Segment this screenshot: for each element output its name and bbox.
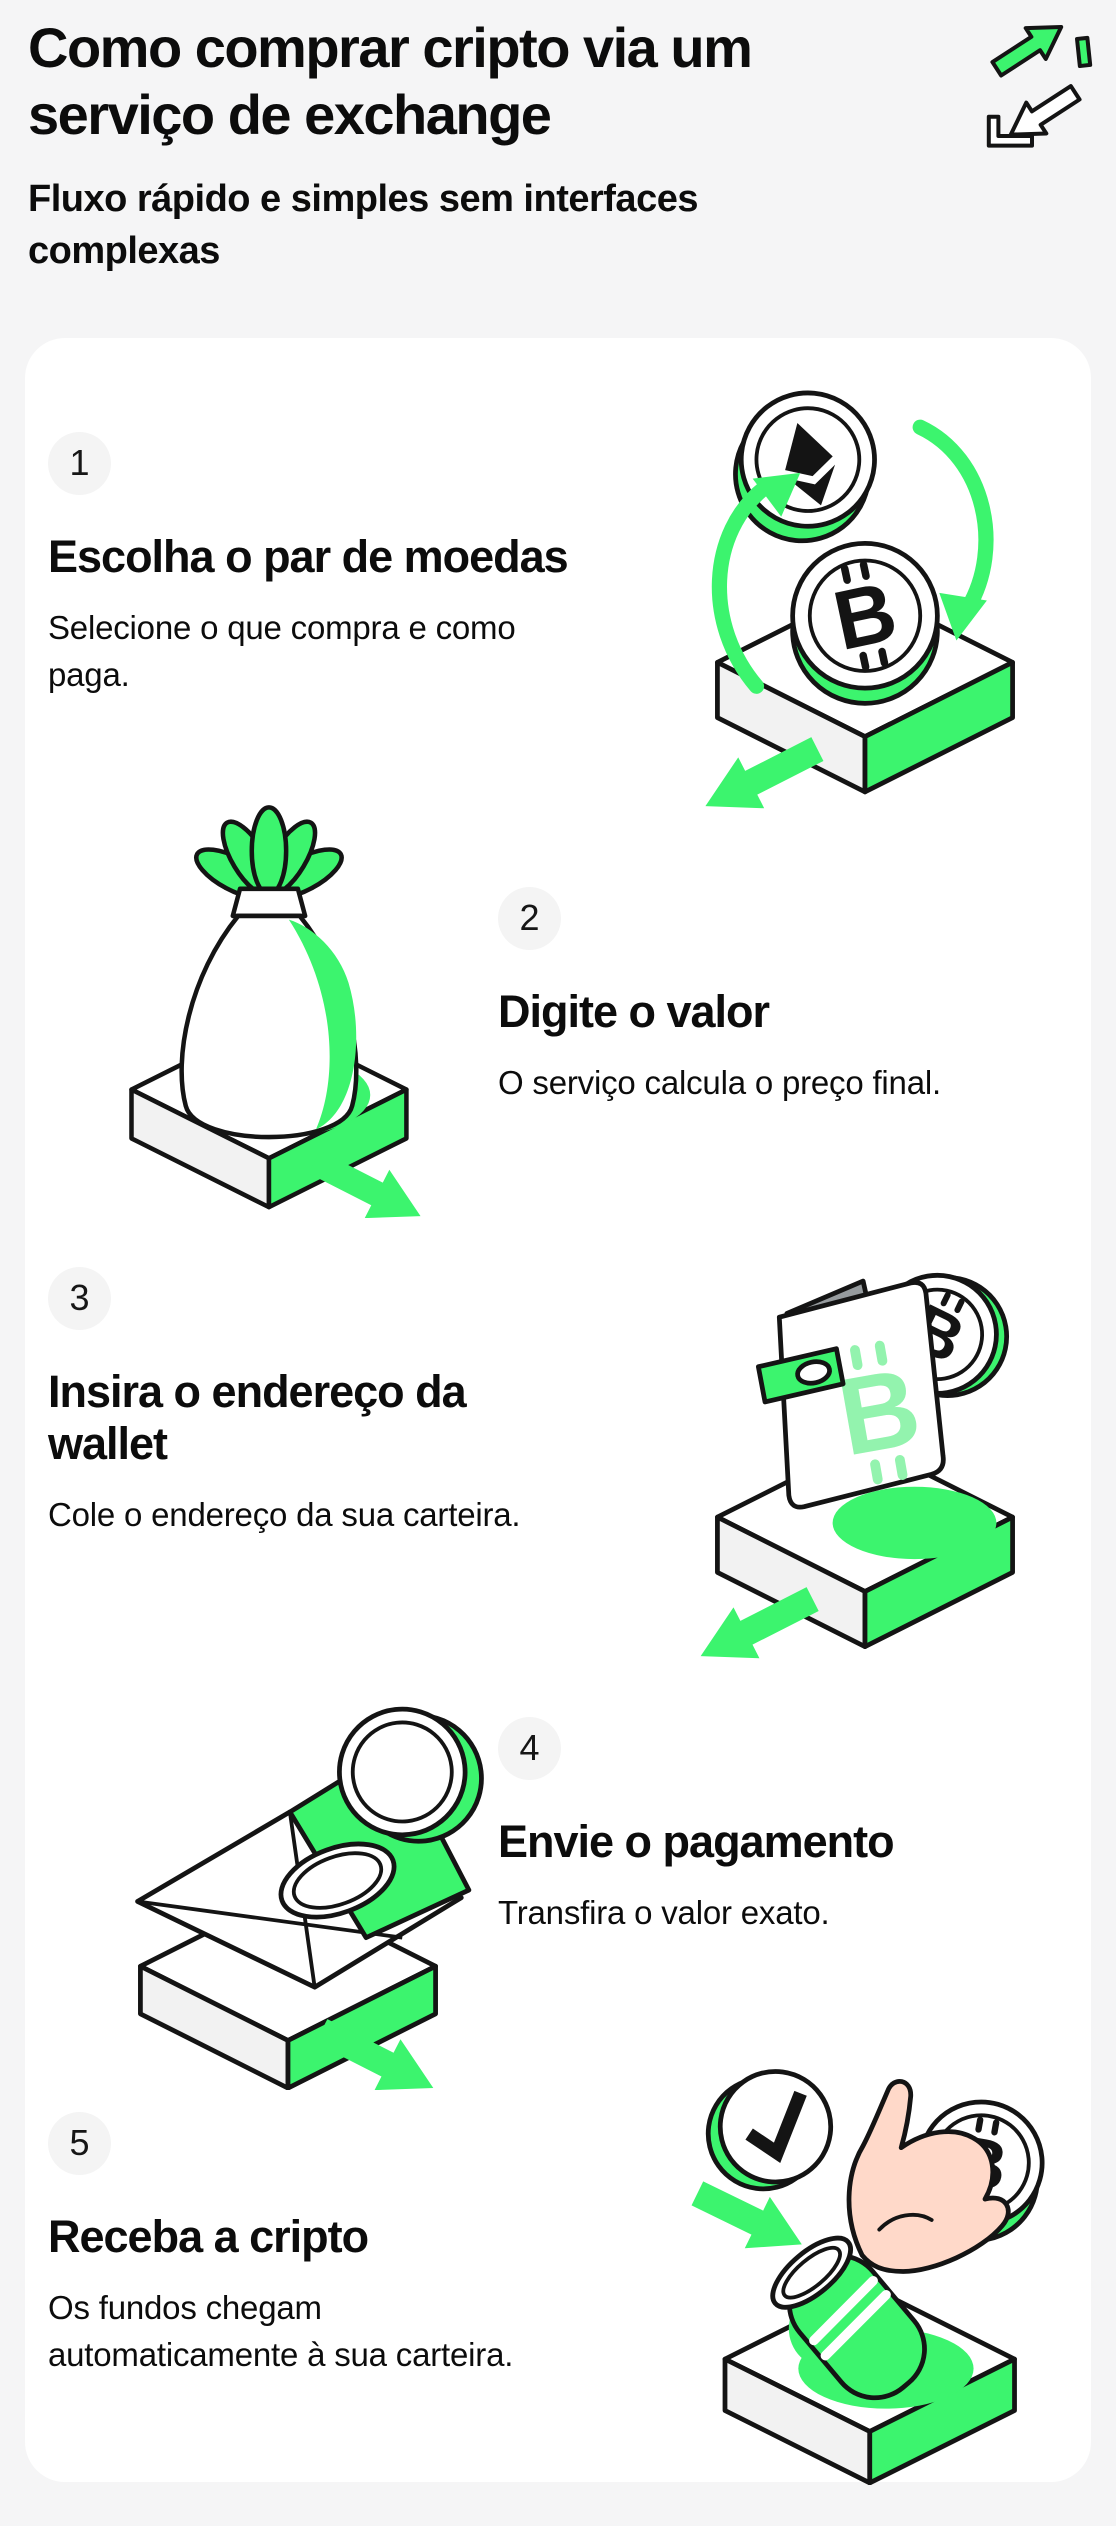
step-title: Envie o pagamento xyxy=(498,1815,895,1867)
step-4-text: 4 Envie o pagamento Transfira o valor ex… xyxy=(498,1607,1071,1937)
step-3-text: 3 Insira o endereço da wallet Cole o end… xyxy=(48,1192,625,1539)
step-1-illustration xyxy=(625,372,1071,810)
step-5: 5 Receba a cripto Os fundos chegam autom… xyxy=(48,2022,1071,2485)
step-2-text: 2 Digite o valor O serviço calcula o pre… xyxy=(498,802,1071,1107)
step-number-badge: 3 xyxy=(48,1266,111,1330)
money-bag-icon xyxy=(179,804,359,1140)
envelope-illustration xyxy=(135,1706,484,2090)
cycle-arrows-icon xyxy=(711,419,994,694)
arrow-up-right-icon xyxy=(990,24,1064,78)
step-title: Receba a cripto xyxy=(48,2210,369,2262)
step-1: 1 Escolha o par de moedas Selecione o qu… xyxy=(48,372,1071,808)
step-number-badge: 5 xyxy=(48,2111,111,2175)
arrow-down-left-icon xyxy=(700,1586,819,1658)
arrow-down-left-icon xyxy=(705,736,824,808)
check-coin-icon xyxy=(705,2068,834,2191)
platform-right xyxy=(862,659,1015,795)
header: Como comprar cripto via um serviço de ex… xyxy=(0,0,1116,278)
steps-card: B 1 Escolha o par de moedas Selecione o … xyxy=(25,337,1091,2485)
step-number-badge: 4 xyxy=(498,1716,561,1780)
step-description: Os fundos chegam automaticamente à sua c… xyxy=(48,2288,514,2373)
step-5-text: 5 Receba a cripto Os fundos chegam autom… xyxy=(48,2022,625,2379)
corner-bar-icon xyxy=(1075,35,1093,69)
wallet-icon xyxy=(755,1279,946,1510)
hand-receiving-illustration xyxy=(691,2068,1045,2485)
money-bag-illustration xyxy=(129,804,421,1218)
step-2-illustration xyxy=(48,802,498,1218)
step-description: Cole o endereço da sua carteira. xyxy=(48,1496,521,1534)
ethereum-coin-icon xyxy=(733,390,877,543)
step-4-illustration xyxy=(48,1607,498,2090)
exchange-arrows-icon xyxy=(976,16,1096,148)
envelope-icon xyxy=(135,1744,472,1990)
bitcoin-coin-icon xyxy=(790,540,940,706)
step-3-illustration xyxy=(625,1192,1071,1660)
step-1-text: 1 Escolha o par de moedas Selecione o qu… xyxy=(48,372,625,699)
coin-icon xyxy=(337,1706,484,1844)
step-number-badge: 2 xyxy=(498,886,561,950)
page-subtitle: Fluxo rápido e simples sem interfaces co… xyxy=(28,178,698,273)
page-title: Como comprar cripto via um serviço de ex… xyxy=(28,16,753,147)
step-title: Escolha o par de moedas xyxy=(48,530,569,582)
step-2: 2 Digite o valor O serviço calcula o pre… xyxy=(48,802,1071,1218)
step-description: Selecione o que compra e como paga. xyxy=(48,608,516,693)
exchange-arrows-icon-svg xyxy=(986,24,1093,148)
step-title: Digite o valor xyxy=(498,985,770,1037)
platform-right xyxy=(285,1963,438,2090)
step-5-illustration xyxy=(625,2022,1071,2485)
corner-bracket-icon xyxy=(986,114,1034,148)
arrow-down-right-icon xyxy=(315,2018,434,2090)
step-description: Transfira o valor exato. xyxy=(498,1893,830,1931)
sleeve xyxy=(770,2235,927,2400)
hand xyxy=(846,2078,1011,2274)
arrow-down-left-icon xyxy=(1008,84,1082,137)
arrow-down-right-icon xyxy=(691,2181,802,2249)
coin-swap-illustration xyxy=(705,390,1015,808)
step-4: 4 Envie o pagamento Transfira o valor ex… xyxy=(48,1607,1071,2090)
step-3: 3 Insira o endereço da wallet Cole o end… xyxy=(48,1192,1071,1658)
step-description: O serviço calcula o preço final. xyxy=(498,1063,941,1101)
step-title: Insira o endereço da wallet xyxy=(48,1365,467,1469)
arrow-down-right-icon xyxy=(308,1150,421,1218)
step-number-badge: 1 xyxy=(48,431,111,495)
wallet-illustration xyxy=(700,1272,1015,1658)
